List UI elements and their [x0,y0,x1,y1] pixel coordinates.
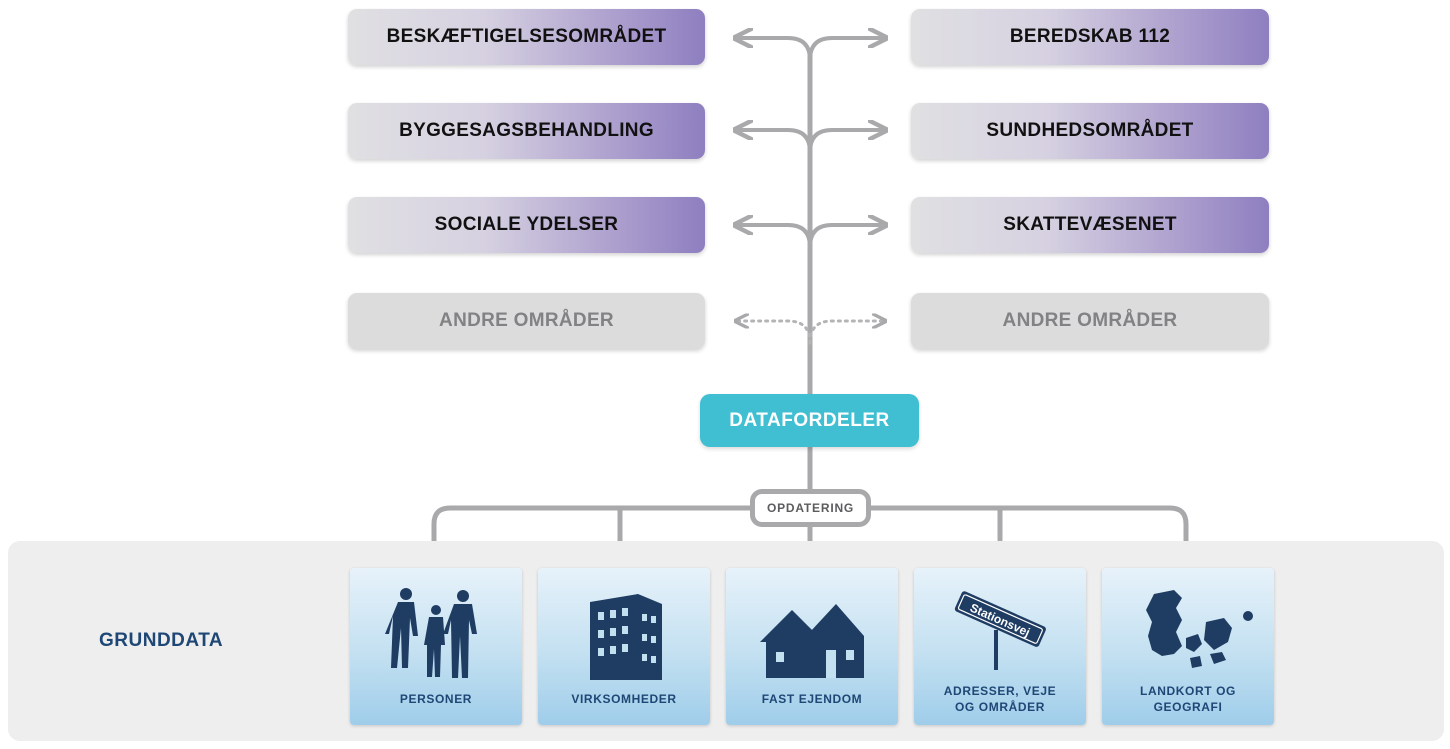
branch-arrow-2-right [808,130,884,153]
houses-icon [760,604,864,678]
register-tile-personer: PERSONER [350,568,522,725]
area-box-left-other: ANDRE OMRÅDER [348,293,705,349]
register-label: VIRKSOMHEDER [571,692,677,706]
area-box-right-2: SUNDHEDSOMRÅDET [911,103,1269,159]
area-box-left-1: BESKÆFTIGELSESOMRÅDET [348,9,705,65]
register-label: LANDKORT OG GEOGRAFI [1140,684,1236,714]
branch-arrow-1-left [737,38,812,61]
register-tile-landkort: LANDKORT OG GEOGRAFI [1102,568,1274,725]
branch-arrow-4-right [808,321,884,345]
register-label: ADRESSER, VEJE OG OMRÅDER [943,684,1057,714]
area-box-right-other: ANDRE OMRÅDER [911,293,1269,349]
branch-arrow-1-right [808,38,884,61]
register-tile-fast-ejendom: FAST EJENDOM [726,568,898,725]
building-icon [590,594,662,680]
denmark-map-icon [1146,590,1253,668]
register-tile-adresser: Stationsvej ADRESSER, VEJE OG OMRÅDER [914,568,1086,725]
branch-arrow-3-left [737,225,812,248]
datafordeler-hub: DATAFORDELER [700,394,919,447]
update-label: OPDATERING [750,489,871,527]
area-box-left-2: BYGGESAGSBEHANDLING [348,103,705,159]
branch-arrow-4-left [737,321,812,345]
people-icon [385,588,477,678]
register-label: FAST EJENDOM [761,692,863,706]
area-box-left-3: SOCIALE YDELSER [348,197,705,253]
register-tile-virksomheder: VIRKSOMHEDER [538,568,710,725]
branch-arrow-3-right [808,225,884,248]
grunddata-label: GRUNDDATA [99,630,224,651]
area-box-right-1: BEREDSKAB 112 [911,9,1269,65]
area-box-right-3: SKATTEVÆSENET [911,197,1269,253]
street-sign-icon: Stationsvej [954,591,1046,670]
register-label: PERSONER [399,692,473,706]
branch-arrow-2-left [737,130,812,153]
